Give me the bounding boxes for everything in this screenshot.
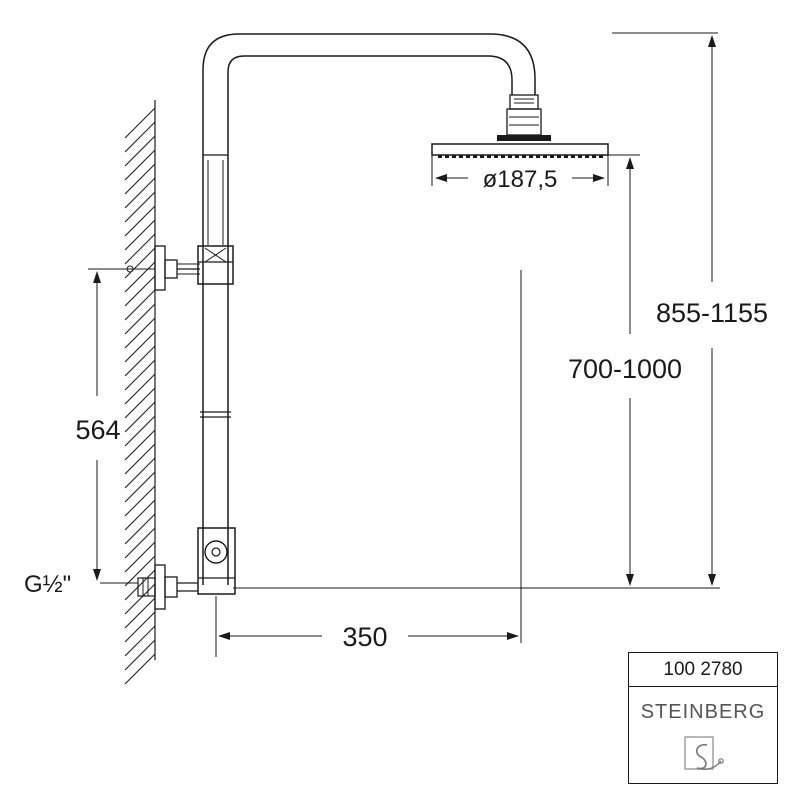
bracket-spacing-label: 564 [75, 415, 120, 445]
head-diameter-dimension: ø187,5 [431, 155, 609, 193]
projection-dimension: 350 [215, 270, 522, 657]
head-height-label: 700-1000 [568, 354, 682, 384]
upper-wall-bracket [120, 245, 200, 291]
projection-label: 350 [342, 622, 387, 652]
connection-thread-label: G½" [24, 571, 71, 598]
lower-wall-connection [137, 564, 198, 610]
connection-thread-annotation: G½" [24, 571, 138, 598]
brand-name: STEINBERG [640, 701, 766, 723]
steinberg-logo-icon [684, 736, 724, 770]
total-height-dimension: 855-1155 [612, 32, 768, 586]
head-connector [497, 94, 551, 141]
riser-pipe [200, 154, 231, 585]
article-number: 100 2780 [629, 653, 777, 687]
shower-head [431, 143, 609, 158]
wall-hatching [124, 100, 156, 685]
diverter-valve [197, 527, 236, 595]
shower-arm [202, 33, 536, 155]
head-diameter-label: ø187,5 [483, 166, 558, 193]
bracket-spacing-dimension: 564 [75, 268, 121, 581]
total-height-label: 855-1155 [656, 298, 768, 328]
slider-clamp [197, 245, 234, 285]
product-badge: 100 2780 STEINBERG [628, 652, 778, 784]
head-height-dimension: 700-1000 [568, 154, 682, 586]
